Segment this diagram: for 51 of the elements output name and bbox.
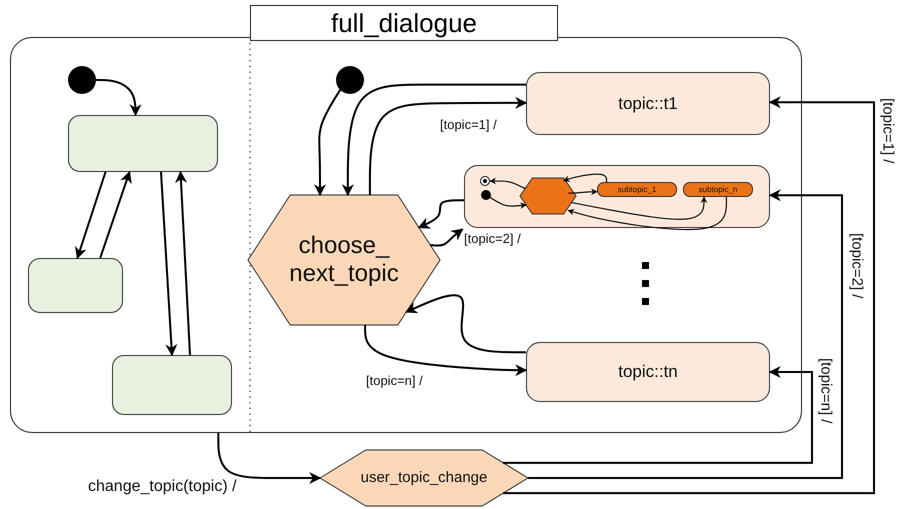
final-state-icon [480, 176, 490, 186]
state-box [68, 115, 218, 172]
transition-arrow [430, 228, 464, 247]
state-box [112, 355, 232, 415]
transition-arrow [314, 89, 342, 196]
state-label: topic::t1 [618, 94, 678, 114]
transition-arrow [342, 84, 526, 196]
transition-arrow [528, 189, 843, 479]
edge-label: [topic=n] / [817, 358, 834, 424]
edge-label: change_topic(topic) / [88, 478, 237, 496]
transition-arrow [405, 294, 526, 354]
transition-arrow [99, 170, 132, 258]
state-label: user_topic_change [360, 469, 488, 487]
transition-arrow [568, 197, 727, 230]
transition-arrow [96, 79, 142, 116]
initial-state-icon [481, 190, 491, 200]
composite-state-title: full_dialogue [250, 5, 558, 41]
transition-arrow [75, 172, 106, 260]
edge-label: [topic=1] / [879, 98, 896, 164]
transition-arrow [503, 96, 875, 494]
state-box [526, 72, 770, 135]
state-box [464, 165, 770, 228]
edge-label: [topic=2] / [848, 233, 864, 298]
transition-arrow [490, 197, 527, 209]
transition-arrow [489, 178, 526, 190]
state-label: choose_ next_topic [288, 232, 400, 288]
edge-label: [topic=1] / [440, 118, 497, 132]
state-box [526, 342, 770, 402]
transition-arrow [563, 174, 608, 182]
transition-arrow [364, 325, 528, 376]
state-label: subtopic_n [698, 184, 738, 194]
transition-arrow [503, 366, 813, 464]
initial-state-icon [336, 66, 364, 94]
state-hexagon [320, 450, 528, 506]
transition-arrow [217, 433, 322, 484]
edge-label: [topic=n] / [366, 374, 423, 388]
state-box [597, 182, 677, 197]
transition-arrow [368, 96, 528, 195]
state-hexagon [248, 195, 440, 325]
transition-arrow [568, 188, 598, 196]
state-label: subtopic_1 [618, 184, 656, 194]
state-hexagon [520, 178, 576, 214]
state-box [28, 258, 123, 313]
transition-arrow [160, 172, 178, 356]
transition-arrow [571, 196, 708, 220]
initial-state-icon [68, 66, 96, 94]
transition-arrow [418, 199, 464, 229]
state-label: topic::tn [618, 362, 678, 382]
edge-label: [topic=2] / [464, 232, 521, 246]
transition-arrow [175, 170, 191, 356]
state-box [683, 182, 753, 197]
